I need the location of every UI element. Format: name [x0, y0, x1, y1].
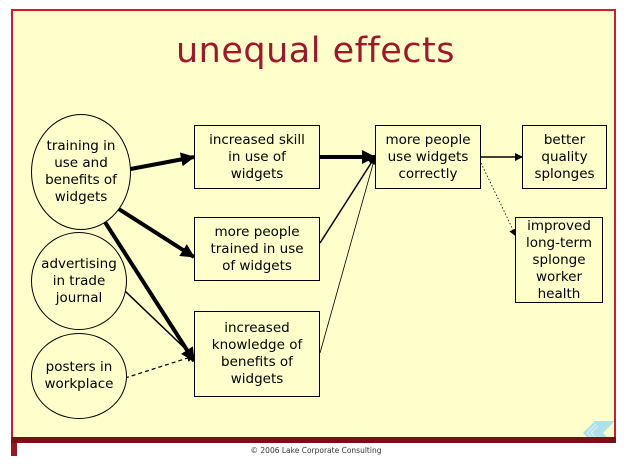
- node-training: training in use and benefits of widgets: [31, 114, 131, 230]
- back-arrow-icon[interactable]: [583, 421, 615, 443]
- node-health: improved long-term splonge worker health: [515, 217, 603, 303]
- node-knowledge: increased knowledge of benefits of widge…: [194, 311, 320, 397]
- edge-advertising-to-knowledge: [124, 290, 195, 358]
- edge-trained-to-correct_use: [319, 156, 376, 244]
- bottom-accent-bar: [11, 437, 616, 443]
- edge-training-to-trained: [112, 204, 196, 259]
- slide-title: unequal effects: [175, 31, 455, 71]
- edge-posters-to-knowledge: [124, 354, 195, 379]
- edge-knowledge-to-correct_use: [319, 156, 377, 354]
- node-skill: increased skill in use of widgets: [194, 125, 320, 189]
- edge-training-to-knowledge: [101, 217, 196, 363]
- node-quality: better quality splonges: [522, 125, 607, 189]
- node-advertising: advertising in trade journal: [31, 232, 127, 330]
- node-posters: posters in workplace: [31, 333, 127, 419]
- footer-copyright: © 2006 Lake Corporate Consulting: [250, 446, 382, 455]
- edge-training-to-skill: [119, 152, 195, 173]
- slide: unequal effects training in use and bene…: [11, 9, 616, 443]
- edge-correct_use-to-health: [480, 162, 517, 237]
- diagram-edges: [101, 150, 523, 379]
- node-correct-use: more people use widgets correctly: [375, 125, 481, 189]
- node-trained: more people trained in use of widgets: [194, 217, 320, 281]
